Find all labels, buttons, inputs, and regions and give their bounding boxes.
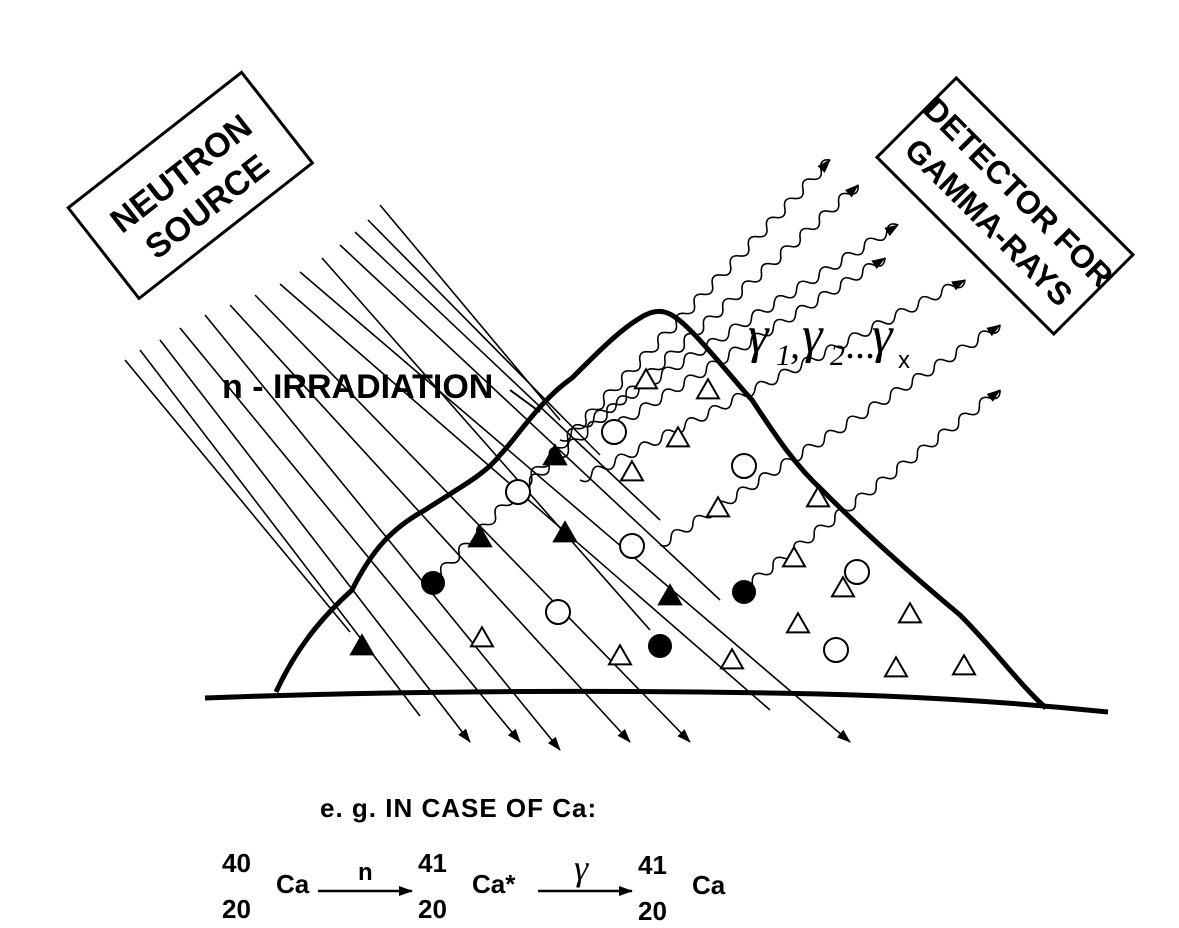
gamma-1-symbol: γ: [748, 307, 770, 364]
open-circle: [601, 419, 627, 445]
neutron-source-box: NEUTRON SOURCE: [66, 70, 315, 301]
gamma-ray-head: [871, 257, 886, 270]
gamma-ray: [431, 159, 831, 583]
open-triangle: [705, 495, 731, 518]
gamma-ray-arrows: [431, 159, 1001, 592]
nuclide3-symbol: Ca: [692, 870, 726, 900]
gamma-2-symbol: γ: [802, 307, 824, 364]
nuclide3-mass: 41: [638, 850, 667, 880]
gamma-label: γ 1 , γ 2 ... γ x: [748, 307, 910, 374]
gamma-separator: ,: [790, 322, 800, 367]
detector-box: DETECTOR FOR GAMMA-RAYS: [874, 75, 1136, 337]
gamma-ray-head: [986, 389, 1001, 402]
nuclide1-symbol: Ca: [276, 869, 310, 899]
nuclide1-mass: 40: [222, 848, 251, 878]
particles: [349, 367, 977, 678]
gamma-ray-head: [817, 159, 831, 173]
open-triangle: [469, 625, 495, 648]
gamma-dots: ...: [846, 322, 876, 367]
open-circle: [619, 533, 645, 559]
open-triangle: [619, 459, 645, 482]
open-triangle: [805, 485, 831, 508]
filled-circle: [421, 571, 445, 595]
open-circle: [823, 637, 849, 663]
reaction-arrow-2-label: γ: [574, 848, 589, 888]
gamma-ray: [579, 279, 966, 483]
gamma-ray: [741, 389, 1001, 592]
filled-triangle: [349, 633, 375, 656]
neutron-ray: [229, 304, 631, 743]
example-reaction: e. g. IN CASE OF Ca: 40 20 Ca n 41 20 Ca…: [222, 793, 726, 926]
open-triangle: [695, 377, 721, 400]
gamma-ray: [519, 184, 859, 494]
open-triangle: [665, 425, 691, 448]
filled-triangle: [657, 583, 683, 606]
gamma-2-subscript: 2: [830, 339, 845, 372]
gamma-ray-head: [845, 184, 859, 198]
neutron-ray: [379, 204, 561, 421]
open-triangle: [897, 601, 923, 624]
irradiation-label: n - IRRADIATION: [222, 368, 493, 406]
neutron-ray: [321, 257, 651, 631]
pile-outline: [273, 308, 1048, 710]
nuclide2-atomic: 20: [418, 894, 447, 924]
filled-triangle: [552, 520, 578, 543]
open-triangle: [951, 653, 977, 676]
neutron-ray: [179, 327, 521, 743]
open-triangle: [719, 647, 745, 670]
example-caption: e. g. IN CASE OF Ca:: [320, 793, 597, 823]
filled-triangle: [467, 525, 493, 548]
open-triangle: [785, 611, 811, 634]
open-circle: [731, 453, 757, 479]
neutron-ray: [159, 339, 471, 743]
filled-circle: [732, 580, 756, 604]
neutron-ray: [354, 231, 661, 521]
gamma-1-subscript: 1: [776, 339, 791, 372]
open-triangle: [781, 545, 807, 568]
gamma-ray-head: [951, 279, 966, 291]
gamma-ray-head: [884, 224, 899, 237]
gamma-ray: [559, 223, 899, 442]
neutron-ray: [204, 314, 561, 751]
neutron-ray: [367, 219, 601, 456]
nuclide1-atomic: 20: [222, 894, 251, 924]
nuclide3-atomic: 20: [638, 896, 667, 926]
neutron-ray: [339, 244, 721, 601]
filled-circle: [648, 634, 672, 658]
open-triangle: [633, 367, 659, 390]
nuclide2-symbol: Ca*: [472, 869, 516, 899]
open-triangle: [830, 575, 856, 598]
filled-triangle: [542, 443, 568, 466]
open-circle: [505, 479, 531, 505]
gamma-ray-head: [986, 324, 1001, 337]
open-circle: [545, 599, 571, 625]
gamma-ray: [605, 257, 886, 434]
open-triangle: [883, 655, 909, 678]
nuclide2-mass: 41: [418, 848, 447, 878]
neutron-ray: [124, 359, 351, 633]
gamma-x-subscript: x: [898, 347, 910, 374]
irradiation-pointer: [509, 389, 541, 413]
ground-line: [204, 688, 1109, 715]
neutron-ray: [254, 294, 691, 743]
reaction-arrow-1-label: n: [358, 859, 373, 886]
neutron-ray: [299, 271, 851, 743]
open-circle: [844, 559, 870, 585]
open-triangle: [607, 643, 633, 666]
gamma-x-symbol: γ: [872, 307, 894, 364]
neutron-rays: [124, 204, 851, 751]
